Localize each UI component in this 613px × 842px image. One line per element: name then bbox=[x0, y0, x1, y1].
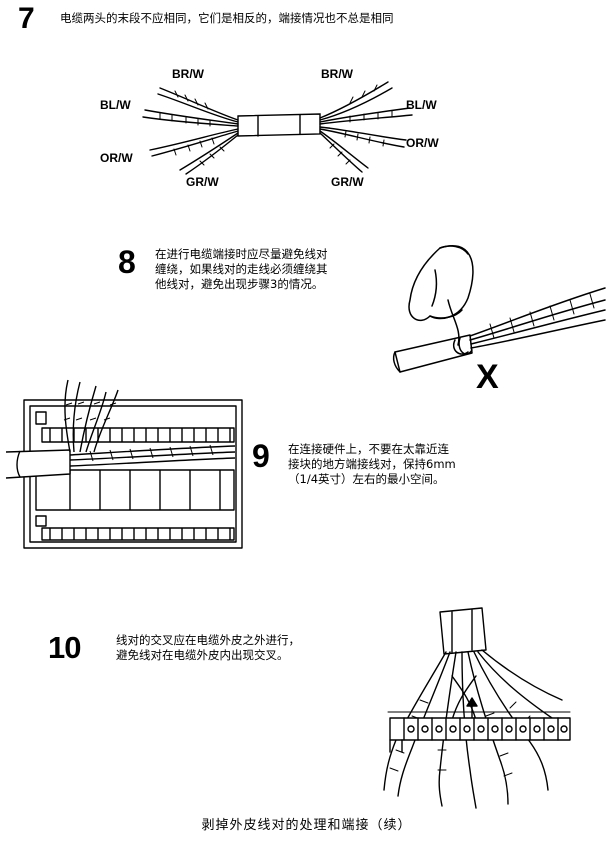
left-label-orw: OR/W bbox=[100, 151, 133, 165]
left-label-brw: BR/W bbox=[172, 67, 205, 81]
wrong-mark: X bbox=[476, 358, 499, 396]
left-label-blw: BL/W bbox=[100, 98, 131, 112]
right-label-orw: OR/W bbox=[406, 136, 439, 150]
block-teeth bbox=[403, 717, 568, 741]
left-pairs bbox=[142, 87, 239, 175]
step-10-text: 线对的交叉应在电缆外皮之外进行， 避免线对在电缆外皮内出现交叉。 bbox=[116, 633, 300, 662]
step-7-text: 电缆两头的末段不应相同，它们是相反的，端接情况也不总是相同 bbox=[60, 11, 394, 25]
step-8-number: 8 bbox=[118, 244, 136, 280]
page-caption: 剥掉外皮线对的处理和端接（续） bbox=[201, 818, 412, 833]
bottom-terminals bbox=[41, 527, 235, 541]
step-8-text: 在进行电缆端接时应尽量避免线对 缠绕，如果线对的走线必须缠绕其 他线对，避免出现… bbox=[155, 247, 328, 291]
right-label-grw: GR/W bbox=[331, 175, 364, 189]
step-10-number: 10 bbox=[48, 630, 81, 665]
right-label-blw: BL/W bbox=[406, 98, 437, 112]
right-label-brw: BR/W bbox=[321, 67, 354, 81]
right-pairs bbox=[319, 81, 413, 173]
left-label-grw: GR/W bbox=[186, 175, 219, 189]
step-7-number: 7 bbox=[18, 2, 35, 35]
step-9-number: 9 bbox=[252, 438, 270, 474]
step-9-text: 在连接硬件上，不要在太靠近连 接块的地方端接线对，保持6mm （1/4英寸）左右… bbox=[288, 442, 456, 486]
